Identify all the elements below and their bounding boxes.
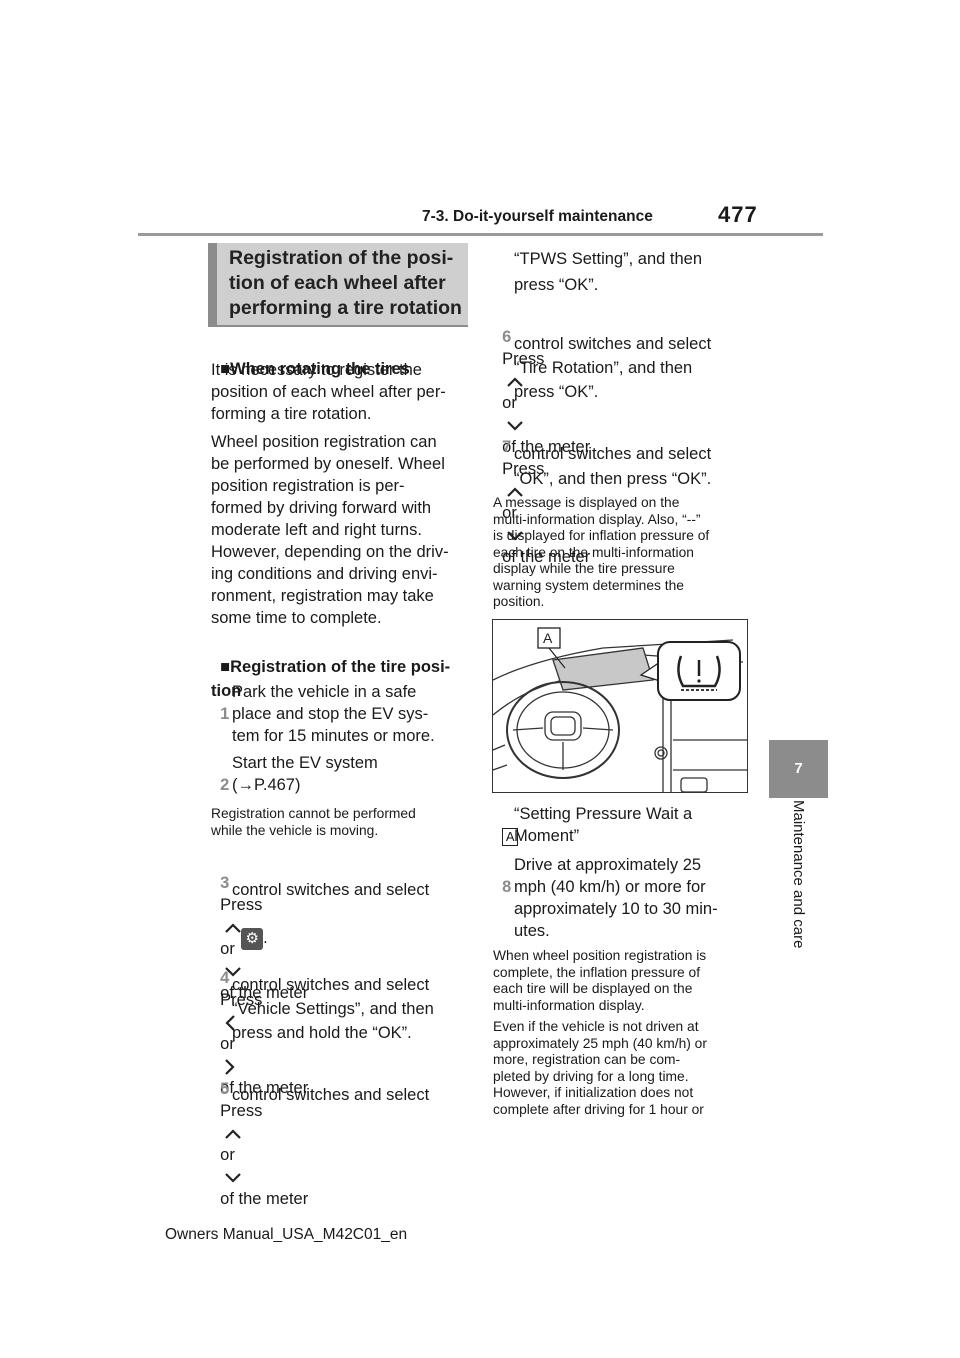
step-5-text: control switches and select — [232, 1086, 430, 1104]
chapter-tab: 7 — [769, 740, 828, 798]
callout-a-label: A — [502, 828, 519, 846]
figure-callout-a: A — [543, 630, 553, 646]
note: When wheel position registration is comp… — [493, 948, 707, 1013]
step-7: 7 Press or of the meter — [502, 438, 591, 566]
chevron-right-icon — [225, 1058, 235, 1075]
chevron-down-icon — [225, 1172, 241, 1183]
step-3: 3 Press or of the meter — [220, 874, 309, 1002]
settings-gear-icon: ⚙ — [241, 927, 264, 950]
subheading-registration: ■Registration of the tire posi- tion — [211, 658, 451, 700]
step-2: 2 — [220, 776, 230, 794]
step-5: 5 Press or of the meter — [220, 1080, 309, 1208]
chevron-down-icon — [507, 530, 523, 541]
chevron-down-icon — [507, 420, 523, 431]
note: Even if the vehicle is not driven at app… — [493, 1019, 707, 1117]
page-reference: (→P.467) — [232, 776, 301, 794]
steering-wheel-illustration: A — [492, 627, 747, 793]
step-6-text: control switches and select “Tire Rotati… — [514, 335, 712, 401]
step-8-text: Drive at approximately 25 mph (40 km/h) … — [514, 856, 718, 940]
step-6: 6 Press or of the meter — [502, 328, 591, 456]
paragraph: Wheel position registration can be perfo… — [211, 433, 449, 627]
chapter-title: Maintenance and care — [790, 800, 807, 949]
paragraph: It is necessary to register the position… — [211, 361, 446, 423]
section-header: 7-3. Do-it-yourself maintenance — [422, 208, 653, 225]
step-5-continued: “TPWS Setting”, and then press “OK”. — [514, 250, 703, 294]
chapter-side-label: Maintenance and care — [785, 800, 815, 990]
chevron-up-icon — [507, 377, 523, 387]
note: Registration cannot be performed while t… — [211, 806, 416, 838]
subheading-rotating: ■When rotating the tires — [220, 360, 410, 378]
tire-pressure-warning-icon — [677, 655, 721, 691]
page-number: 477 — [718, 202, 758, 227]
section-heading-box: Registration of the posi- tion of each w… — [208, 243, 468, 327]
chevron-up-icon — [507, 487, 523, 497]
step-4-text: control switches and select “Vehicle Set… — [232, 976, 434, 1042]
step-1: 1 — [220, 705, 230, 723]
step-7-text: control switches and select “OK”, and th… — [514, 445, 712, 488]
chevron-up-icon — [225, 1129, 241, 1139]
step-3-text: control switches and select — [232, 881, 430, 899]
step-8: 8 — [502, 878, 512, 896]
footer-manual-id: Owners Manual_USA_M42C01_en — [165, 1226, 408, 1243]
step-2-text: Start the EV system — [232, 754, 378, 772]
step-4: 4 Press or of the meter — [220, 969, 309, 1097]
step-3-icon-line: ⚙. — [232, 905, 268, 950]
square-bullet-icon: ■ — [220, 360, 231, 378]
chevron-left-icon — [225, 1014, 235, 1031]
dashboard-illustration: A — [492, 619, 748, 793]
section-heading: Registration of the posi- tion of each w… — [229, 247, 462, 319]
callout-a-caption: A — [493, 803, 519, 847]
chevron-down-icon — [225, 966, 241, 977]
square-bullet-icon: ■ — [220, 658, 231, 676]
chevron-up-icon — [225, 923, 241, 933]
note: A message is displayed on the multi-info… — [493, 495, 710, 609]
callout-a-text: “Setting Pressure Wait a Moment” — [514, 805, 693, 845]
step-1-text: Park the vehicle in a safe place and sto… — [232, 683, 435, 745]
header-divider — [138, 233, 823, 236]
